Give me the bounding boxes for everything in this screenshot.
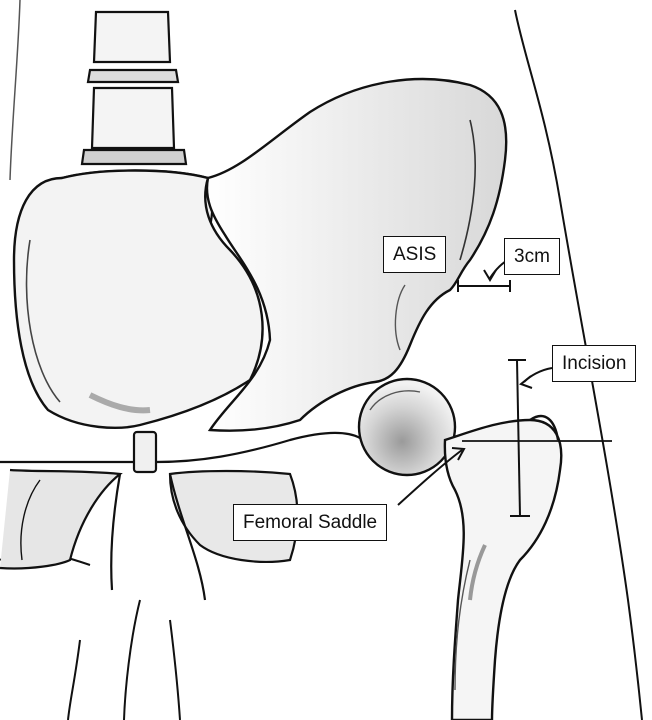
femoral-saddle-label: Femoral Saddle [233,504,387,541]
thigh-outline [68,600,180,720]
femoral-head [359,379,455,475]
distance-label: 3cm [504,238,560,275]
lumbar-vertebrae [82,12,186,164]
asis-label: ASIS [383,236,446,273]
incision-label: Incision [552,345,636,382]
femur [445,416,561,720]
right-ilium [207,79,506,431]
